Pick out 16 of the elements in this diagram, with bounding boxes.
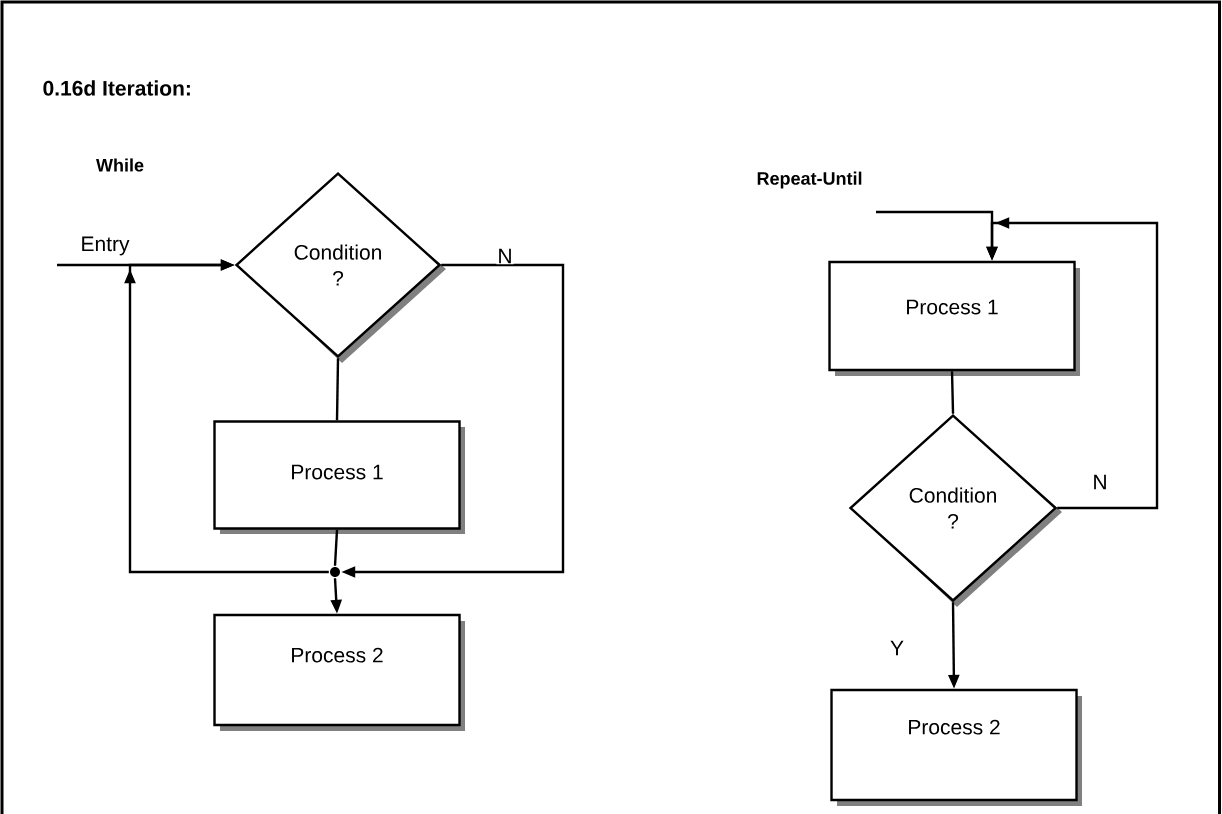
process-box: Process 1 [828, 260, 1080, 376]
edge-label: N [496, 247, 514, 265]
edge-label: Entry [79, 235, 131, 257]
process-box: Process 2 [830, 688, 1082, 806]
edge-label: N [1091, 473, 1109, 491]
connector-line [335, 358, 340, 421]
arrow [124, 259, 329, 574]
edge-label: Y [889, 639, 905, 657]
connector-line [950, 371, 955, 414]
section-heading: While [96, 158, 144, 172]
connector-line [333, 529, 339, 566]
title: 0.16d Iteration: [43, 80, 190, 96]
arrow [986, 217, 1159, 510]
section-heading: Repeat-Until [757, 171, 862, 189]
process-box: Process 2 [213, 613, 465, 731]
process-box: Process 1 [213, 420, 465, 534]
